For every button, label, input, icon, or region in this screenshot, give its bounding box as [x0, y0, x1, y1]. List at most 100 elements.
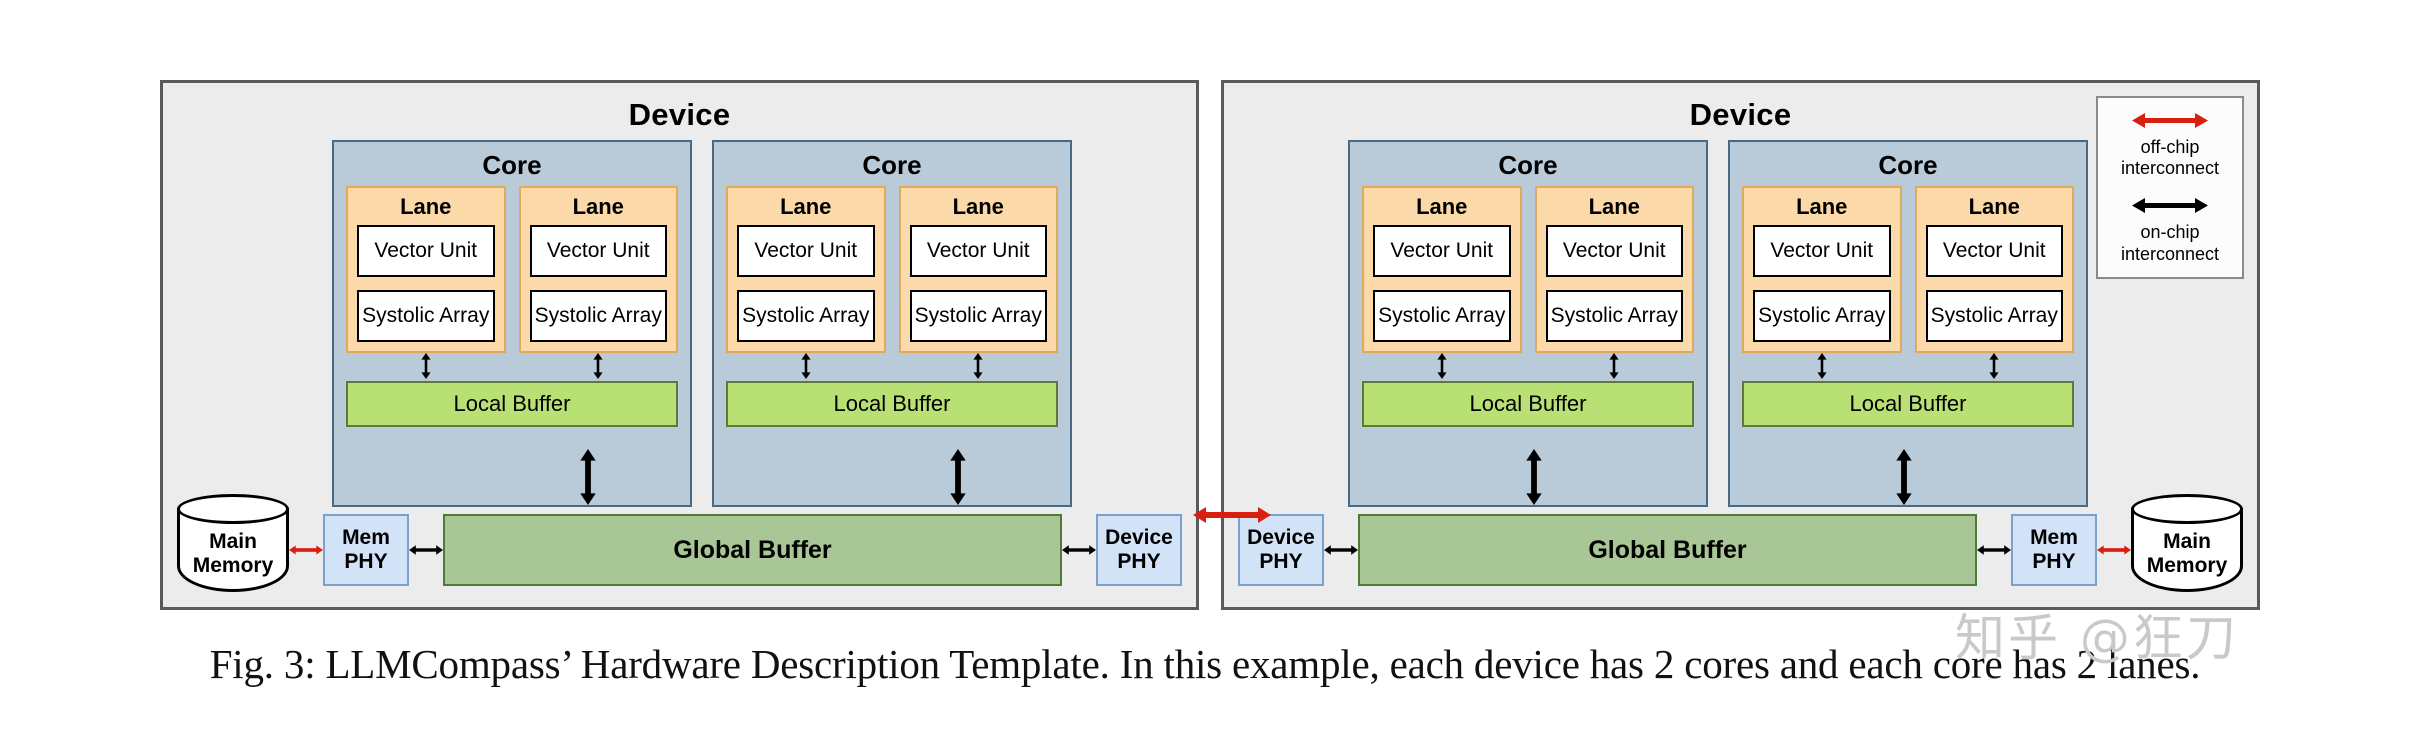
lanes-row: Lane Vector Unit Systolic Array Lane Vec…	[346, 186, 678, 353]
device-body: Core Lane Vector Unit Systolic Array Lan…	[177, 140, 1182, 593]
device-phy-line2: PHY	[1259, 550, 1303, 573]
vertical-double-arrow-icon	[519, 353, 679, 379]
main-memory-label-line2: Memory	[192, 554, 274, 578]
interdevice-offchip-arrow-icon	[1192, 500, 1272, 530]
double-headed-arrow-black-icon	[2104, 193, 2236, 219]
local-buffer-block: Local Buffer	[1362, 381, 1694, 427]
local-buffer-block: Local Buffer	[1742, 381, 2074, 427]
lane-to-local-buffer-arrows	[726, 353, 1058, 379]
legend-offchip-line1: off-chip	[2140, 137, 2200, 157]
legend-offchip-text: off-chip interconnect	[2104, 137, 2236, 179]
device-phy-block: Device PHY	[1096, 514, 1182, 586]
device-title: Device	[1689, 97, 1792, 132]
core-block: Core Lane Vector Unit Systolic Array Lan…	[712, 140, 1072, 507]
core-spacer	[346, 427, 678, 493]
onchip-arrow-icon	[1062, 535, 1096, 565]
lanes-row: Lane Vector Unit Systolic Array Lane Vec…	[726, 186, 1058, 353]
lane-block: Lane Vector Unit Systolic Array	[1362, 186, 1522, 353]
legend-item-onchip: on-chip interconnect	[2104, 193, 2236, 264]
local-buffer-block: Local Buffer	[346, 381, 678, 427]
systolic-array-block: Systolic Array	[1545, 290, 1683, 342]
mem-phy-line2: PHY	[344, 550, 388, 573]
vertical-double-arrow-icon	[346, 353, 506, 379]
figure-caption: Fig. 3: LLMCompass’ Hardware Description…	[209, 641, 2201, 687]
cylinder-top-ellipse	[2131, 494, 2243, 524]
legend-item-offchip: off-chip interconnect	[2104, 108, 2236, 179]
main-memory-label: Main Memory	[177, 530, 289, 578]
lane-to-local-buffer-arrows	[346, 353, 678, 379]
main-memory-label: Main Memory	[2131, 530, 2243, 578]
lane-title: Lane	[780, 194, 832, 219]
systolic-array-block: Systolic Array	[1373, 290, 1511, 342]
lane-title: Lane	[1968, 194, 2020, 219]
lane-block: Lane Vector Unit Systolic Array	[1742, 186, 1902, 353]
vector-unit-block: Vector Unit	[909, 225, 1047, 277]
architecture-diagram: Device Core Lane Vector Unit Systolic Ar…	[160, 80, 2260, 610]
vertical-double-arrow-icon	[1742, 353, 1902, 379]
systolic-array-block: Systolic Array	[737, 290, 875, 342]
main-memory-cylinder: Main Memory	[2131, 494, 2243, 606]
local-to-global-buffer-arrow-icon	[1896, 449, 1912, 505]
mem-phy-block: Mem PHY	[2011, 514, 2097, 586]
systolic-array-block: Systolic Array	[1925, 290, 2063, 342]
vector-unit-block: Vector Unit	[1753, 225, 1891, 277]
global-buffer-block: Global Buffer	[1358, 514, 1977, 586]
device-phy-block: Device PHY	[1238, 514, 1324, 586]
systolic-array-block: Systolic Array	[529, 290, 667, 342]
vector-unit-block: Vector Unit	[357, 225, 495, 277]
cores-row: Core Lane Vector Unit Systolic Array Lan…	[1348, 140, 2088, 507]
systolic-array-block: Systolic Array	[357, 290, 495, 342]
lane-block: Lane Vector Unit Systolic Array	[1914, 186, 2074, 353]
vector-unit-block: Vector Unit	[1925, 225, 2063, 277]
core-title: Core	[482, 150, 542, 180]
device-title: Device	[628, 97, 731, 132]
cylinder-top-ellipse	[177, 494, 289, 524]
device-block-right: Device Core Lane Vector Unit Systolic Ar…	[1221, 80, 2260, 610]
offchip-arrow-icon	[289, 535, 323, 565]
main-memory-cylinder: Main Memory	[177, 494, 289, 606]
local-to-global-buffer-arrow-icon	[580, 449, 596, 505]
core-spacer	[726, 427, 1058, 493]
vertical-double-arrow-icon	[1362, 353, 1522, 379]
lane-title: Lane	[572, 194, 624, 219]
core-block: Core Lane Vector Unit Systolic Array Lan…	[332, 140, 692, 507]
lane-title: Lane	[400, 194, 452, 219]
lane-block: Lane Vector Unit Systolic Array	[726, 186, 886, 353]
lane-to-local-buffer-arrows	[1362, 353, 1694, 379]
global-buffer-block: Global Buffer	[443, 514, 1062, 586]
core-title: Core	[1498, 150, 1558, 180]
vector-unit-block: Vector Unit	[1545, 225, 1683, 277]
offchip-arrow-icon	[2097, 535, 2131, 565]
lane-block: Lane Vector Unit Systolic Array	[898, 186, 1058, 353]
vector-unit-block: Vector Unit	[529, 225, 667, 277]
main-memory-label-line1: Main	[209, 530, 257, 553]
mem-phy-line1: Mem	[342, 525, 390, 549]
vertical-double-arrow-icon	[1915, 353, 2075, 379]
vector-unit-block: Vector Unit	[737, 225, 875, 277]
device-block-left: Device Core Lane Vector Unit Systolic Ar…	[160, 80, 1199, 610]
double-headed-arrow-red-icon	[2104, 108, 2236, 134]
lane-to-local-buffer-arrows	[1742, 353, 2074, 379]
cores-row: Core Lane Vector Unit Systolic Array Lan…	[332, 140, 1072, 507]
mem-phy-block: Mem PHY	[323, 514, 409, 586]
lane-block: Lane Vector Unit Systolic Array	[518, 186, 678, 353]
device-bottom-row: Main Memory Mem PHY Global Buffe	[177, 449, 1182, 593]
device-bottom-row: Device PHY Global Buffer Mem PHY	[1238, 449, 2243, 593]
onchip-arrow-icon	[1324, 535, 1358, 565]
core-block: Core Lane Vector Unit Systolic Array Lan…	[1728, 140, 2088, 507]
vertical-double-arrow-icon	[899, 353, 1059, 379]
lane-title: Lane	[1588, 194, 1640, 219]
cylinder-body	[2131, 508, 2243, 592]
mem-phy-line1: Mem	[2030, 525, 2078, 549]
core-title: Core	[1878, 150, 1938, 180]
device-phy-line1: Device	[1247, 525, 1315, 549]
main-memory-label-line2: Memory	[2146, 554, 2228, 578]
lane-block: Lane Vector Unit Systolic Array	[1534, 186, 1694, 353]
local-buffer-block: Local Buffer	[726, 381, 1058, 427]
lanes-row: Lane Vector Unit Systolic Array Lane Vec…	[1742, 186, 2074, 353]
lanes-row: Lane Vector Unit Systolic Array Lane Vec…	[1362, 186, 1694, 353]
vertical-double-arrow-icon	[726, 353, 886, 379]
local-to-global-buffer-arrow-icon	[1526, 449, 1542, 505]
lane-title: Lane	[1416, 194, 1468, 219]
